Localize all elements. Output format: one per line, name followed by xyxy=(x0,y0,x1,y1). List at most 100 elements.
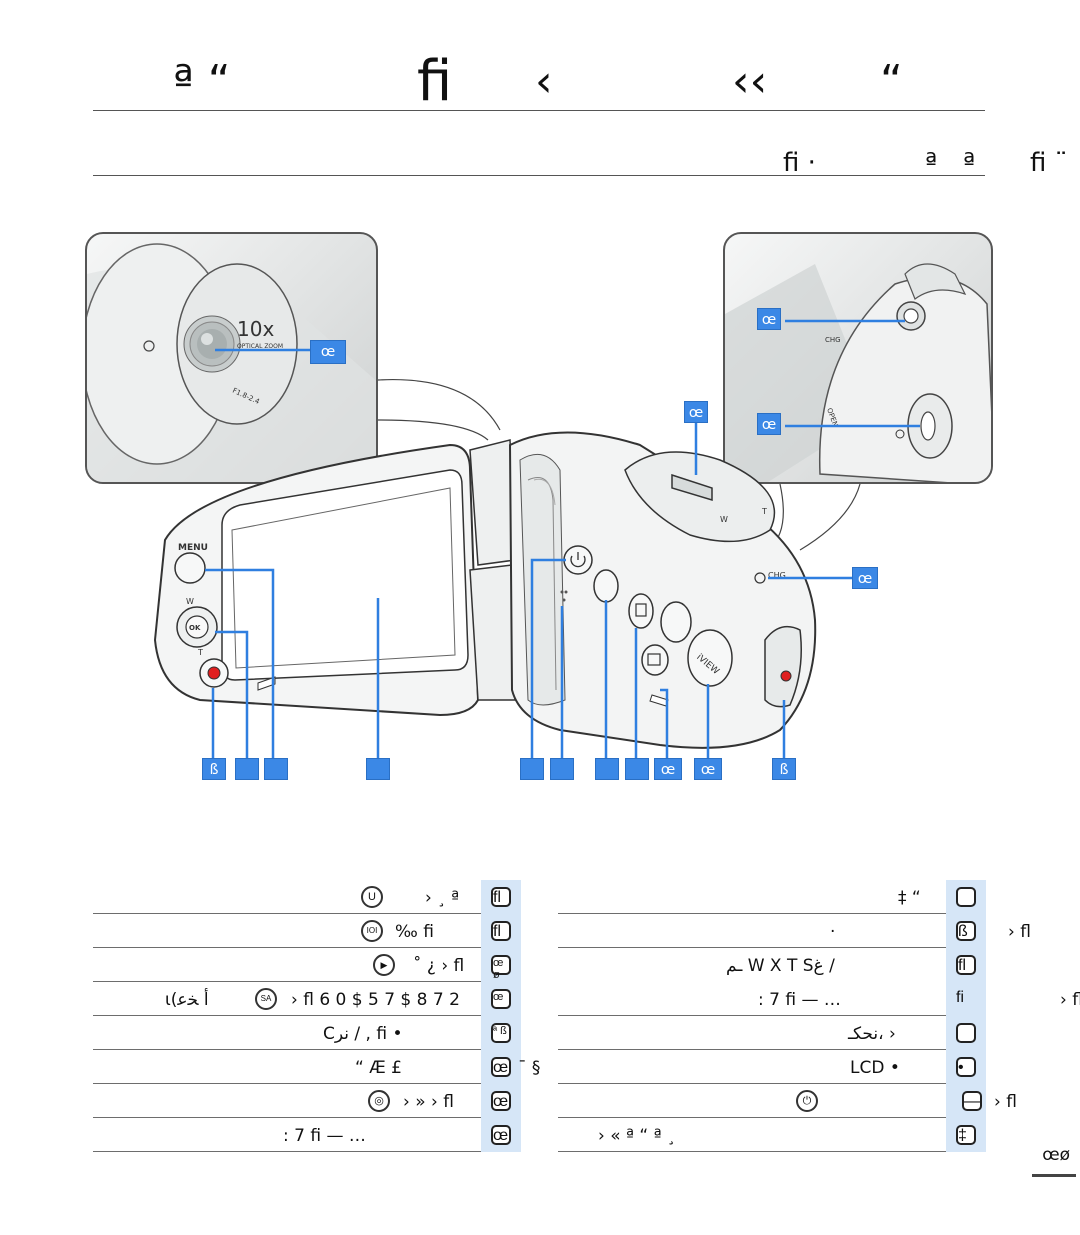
row-number: ﬂ xyxy=(491,887,511,907)
row-text: ـم W X T Sغ / xyxy=(726,956,835,976)
row-suffix: › ﬂ xyxy=(1008,922,1031,942)
row-text: · xyxy=(830,922,836,942)
table-row: › « ª “ ª ¸ ‡ xyxy=(558,1118,986,1152)
row-text: › ﬂ 6 0 $ 5 7 $ 8 7 2 xyxy=(291,990,460,1010)
row-number: œ xyxy=(491,1057,511,1077)
table-row: · ß › ﬂ xyxy=(558,914,1031,948)
bottom-callout-9: œ xyxy=(654,758,682,780)
table-row: ɩ(أ ﺨﻋ SA › ﬂ 6 0 $ 5 7 $ 8 7 2 œ xyxy=(93,982,521,1016)
row-number: œ ø xyxy=(491,955,511,981)
title-rule xyxy=(93,110,985,111)
optical-zoom-label: 10x xyxy=(237,317,274,341)
table-row: ‡ “ xyxy=(558,880,986,914)
zoom-lever-callout: œ xyxy=(684,401,708,423)
lens-illustration: 10x OPTICAL ZOOM F1.8-2.4 xyxy=(87,243,376,482)
row-number xyxy=(956,1023,976,1043)
u-button-icon: U xyxy=(361,886,383,908)
chg-lamp-callout: œ xyxy=(852,567,878,589)
bottom-callout-11: ß xyxy=(772,758,796,780)
table-row: IOI ‰ ﬁ ﬂ xyxy=(93,914,521,948)
row-number: ª ß xyxy=(491,1023,511,1043)
row-text: “ Æ £ xyxy=(355,1058,402,1078)
table-row: “ Æ £ œ ¯ § xyxy=(93,1050,540,1084)
row-number: ﬂ xyxy=(956,955,976,975)
photo-button-callout: œ xyxy=(757,308,781,330)
row-suffix: › ﬂ xyxy=(994,1092,1017,1112)
right-parts-table: ‡ “ · ß › ﬂ ـم W X T Sغ / ﬂ : 7 ﬁ — … ﬁ … xyxy=(558,880,1080,1156)
table-row: نحكـ، › xyxy=(558,1016,986,1050)
page-subtitle: ﬁ · ª ª ﬁ ¨ xyxy=(95,145,1080,181)
row-text: › « ª “ ª ¸ xyxy=(598,1126,676,1146)
table-row: : 7 ﬁ — … œ xyxy=(93,1118,521,1152)
subtitle-glyph-4: ﬁ ¨ xyxy=(1030,148,1068,178)
row-text: : 7 ﬁ — … xyxy=(758,990,841,1010)
photo-button-icon: ◎ xyxy=(368,1090,390,1112)
card-slot-callout: œ xyxy=(757,413,781,435)
row-text: : 7 ﬁ — … xyxy=(283,1126,366,1146)
subtitle-rule xyxy=(93,175,985,176)
table-row: : 7 ﬁ — … ﬁ › ﬂ xyxy=(558,982,1080,1016)
page-title: ª “ ﬁ ‹ ‹‹ “ xyxy=(95,52,985,112)
row-number: ﬂ xyxy=(491,921,511,941)
w-label: W xyxy=(186,597,194,606)
bottom-callout-3 xyxy=(264,758,288,780)
row-number: • xyxy=(956,1057,976,1077)
title-glyph-4: ‹‹ xyxy=(732,56,768,107)
page-number: œø xyxy=(1042,1145,1070,1165)
row-number: œ xyxy=(491,1091,511,1111)
bottom-callout-10: œ xyxy=(694,758,722,780)
subtitle-glyph-3: ª xyxy=(963,148,976,178)
lens-callout: œ xyxy=(310,340,346,364)
t-label: T xyxy=(197,648,203,657)
row-number: ß xyxy=(956,921,976,941)
smart-auto-button-icon: SA xyxy=(255,988,277,1010)
row-text: ˚ ¿ › ﬂ xyxy=(413,956,465,976)
title-glyph-3: ‹ xyxy=(535,56,553,107)
bottom-callout-1: ß xyxy=(202,758,226,780)
table-row: ـم W X T Sغ / ﬂ xyxy=(558,948,986,982)
bottom-callout-6 xyxy=(550,758,574,780)
row-number xyxy=(956,887,976,907)
row-number: ﬁ xyxy=(956,989,964,1006)
top-detail-inset: OPEN CHG xyxy=(723,232,993,484)
power-icon: ⏻ xyxy=(796,1090,818,1112)
row-text: › » › ﬂ xyxy=(403,1092,454,1112)
title-glyph-1: ª “ xyxy=(173,56,231,107)
chg-label: CHG xyxy=(768,571,786,580)
row-suffix: › ﬂ xyxy=(1060,990,1080,1010)
menu-label: MENU xyxy=(178,543,208,553)
row-text: ‰ ﬁ xyxy=(395,922,434,942)
table-row: LCD • • xyxy=(558,1050,986,1084)
row-number: ‡ xyxy=(956,1125,976,1145)
row-number: œ xyxy=(491,989,511,1009)
title-glyph-2: ﬁ xyxy=(417,49,453,114)
bottom-callout-5 xyxy=(520,758,544,780)
table-row: ◎ › » › ﬂ œ xyxy=(93,1084,521,1118)
table-row: U › ¸ ª ﬂ xyxy=(93,880,521,914)
menu-button-shape xyxy=(174,552,206,584)
bottom-callout-4 xyxy=(366,758,390,780)
table-row: ⏻ — › ﬂ xyxy=(558,1084,1017,1118)
zoom-w-label: W xyxy=(720,515,728,524)
row-suffix: ¯ § xyxy=(518,1058,541,1078)
row-text: › ¸ ª xyxy=(425,888,460,908)
bottom-callout-7 xyxy=(595,758,619,780)
optical-zoom-sub-label: OPTICAL ZOOM xyxy=(237,343,283,350)
title-glyph-5: “ xyxy=(880,56,903,107)
row-prefix: ɩ(أ ﺨﻋ xyxy=(165,990,209,1010)
ok-label: OK xyxy=(189,624,201,632)
play-button-icon: ▶ xyxy=(373,954,395,976)
chg-top-label: CHG xyxy=(825,336,841,344)
bottom-callout-8 xyxy=(625,758,649,780)
zoom-t-label: T xyxy=(761,507,767,516)
subtitle-glyph-1: ﬁ · xyxy=(783,148,816,178)
table-row: ▶ ˚ ¿ › ﬂ œ ø xyxy=(93,948,521,982)
ioi-button-icon: IOI xyxy=(361,920,383,942)
page-number-underline xyxy=(1032,1174,1076,1177)
subtitle-glyph-2: ª xyxy=(925,148,938,178)
row-text: Cنر / , ﬁ • xyxy=(323,1024,403,1044)
left-parts-table: U › ¸ ª ﬂ IOI ‰ ﬁ ﬂ ▶ ˚ ¿ › ﬂ œ ø ɩ(أ ﺨﻋ… xyxy=(93,880,540,1156)
row-number: œ xyxy=(491,1125,511,1145)
bottom-callout-2 xyxy=(235,758,259,780)
